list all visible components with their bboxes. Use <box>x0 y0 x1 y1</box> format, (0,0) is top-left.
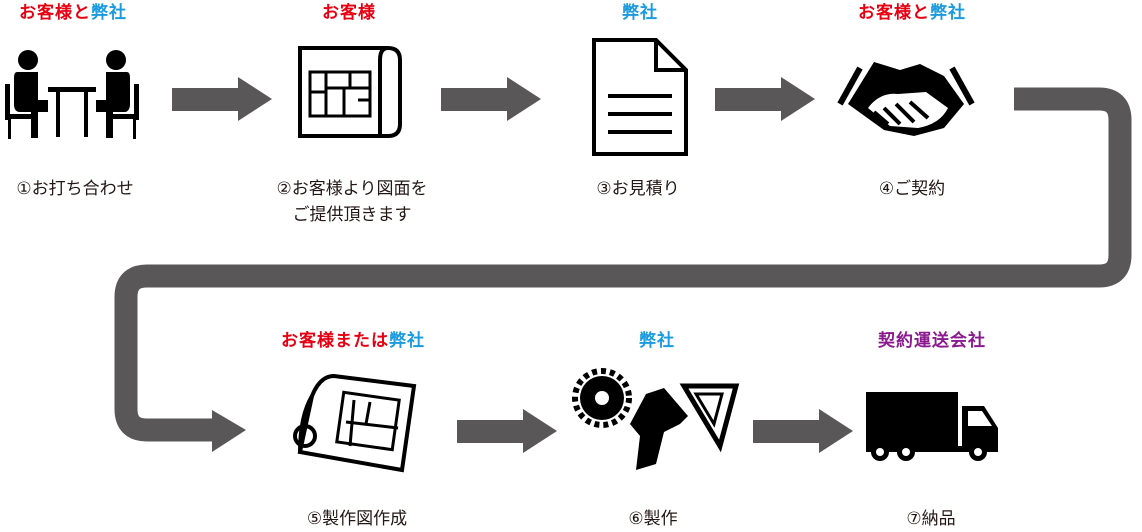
step-7-who: 契約運送会社 <box>878 331 986 351</box>
step-4-who: お客様と弊社 <box>858 3 966 23</box>
document-icon <box>592 38 688 156</box>
step-1-who: お客様と弊社 <box>19 3 127 23</box>
step-4-label: ④ご契約 <box>878 179 946 199</box>
step-3-who: 弊社 <box>622 3 658 23</box>
step-6-who: 弊社 <box>639 331 675 351</box>
arrow-2-3 <box>441 77 541 121</box>
tools-icon <box>572 368 740 470</box>
truck-icon <box>866 392 998 461</box>
arrow-4-5 <box>114 87 1132 452</box>
step-1-label: ①お打ち合わせ <box>16 179 134 199</box>
step-2-who: お客様 <box>322 3 376 23</box>
drawing-icon <box>298 46 402 138</box>
step-6-label: ⑥製作 <box>628 509 678 529</box>
blueprint-icon <box>293 373 417 473</box>
step-5-who: お客様または弊社 <box>281 331 425 351</box>
step-2-label: ②お客様より図面をご提供頂きます <box>276 179 428 225</box>
arrow-5-6 <box>457 409 557 453</box>
step-5-label: ⑤製作図作成 <box>306 509 408 529</box>
step-7-label: ⑦納品 <box>906 509 956 529</box>
handshake-icon <box>837 62 975 136</box>
arrow-1-2 <box>172 77 272 121</box>
step-3-label: ③お見積り <box>596 179 680 199</box>
meeting-icon <box>5 50 139 139</box>
arrow-3-4 <box>715 77 815 121</box>
arrow-6-7 <box>753 409 853 453</box>
